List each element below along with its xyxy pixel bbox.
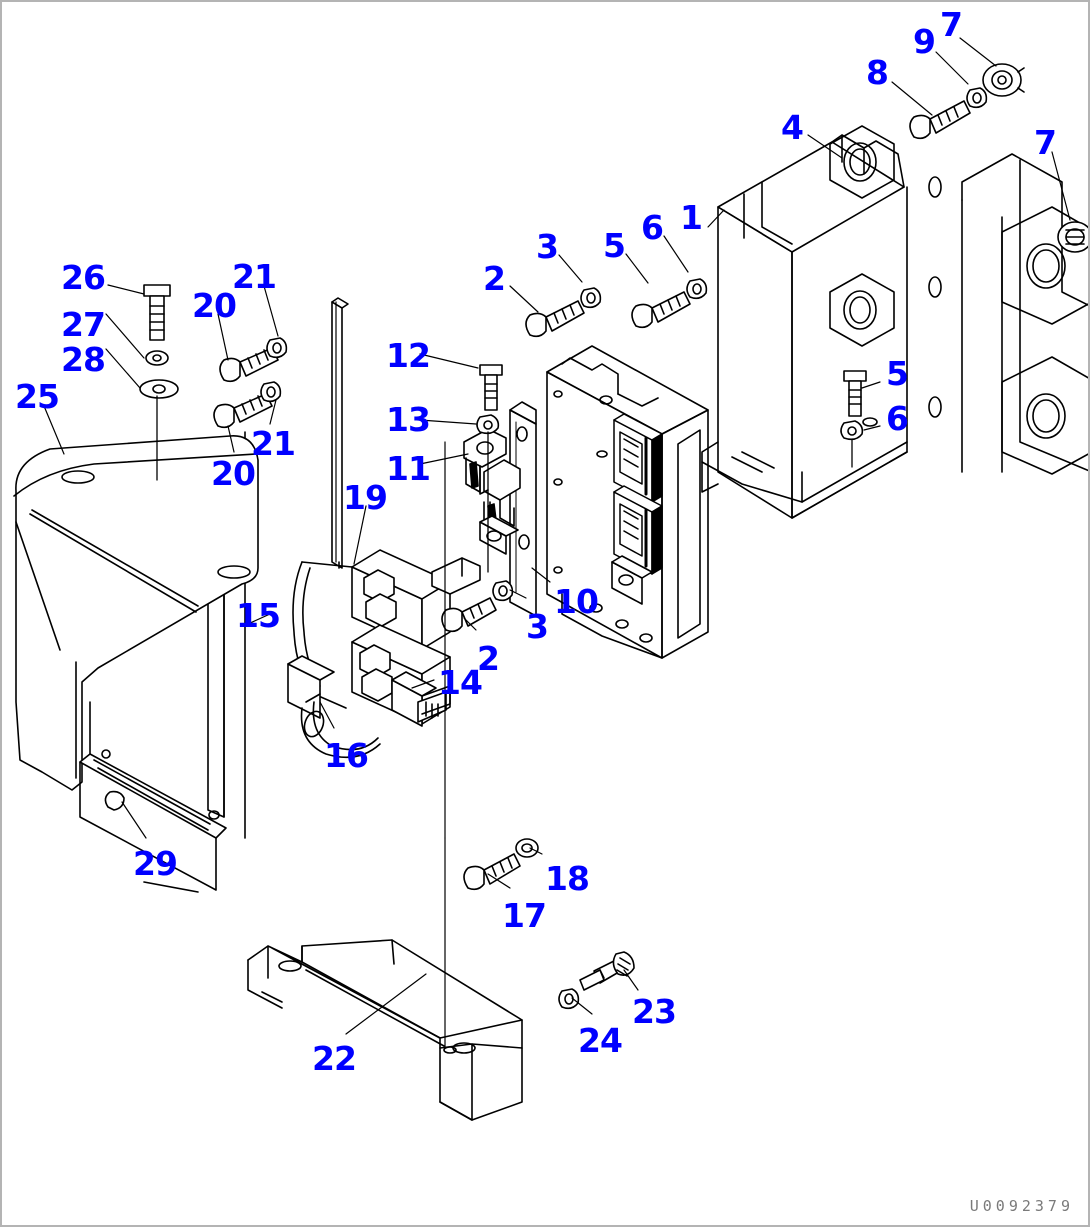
callout-3a: 3 xyxy=(536,227,559,266)
part-10-plate xyxy=(479,401,537,617)
callout-8: 8 xyxy=(866,53,889,92)
callout-5a: 5 xyxy=(603,226,626,265)
fastener-21b-washer xyxy=(260,381,282,403)
part-code-label: U0092379 xyxy=(969,1197,1074,1215)
callout-7b: 7 xyxy=(1034,123,1057,162)
part-1-ecu-module xyxy=(546,345,709,659)
part-25-cover xyxy=(13,435,259,791)
fastener-2a-bolt xyxy=(525,300,585,338)
fastener-8-bolt xyxy=(909,100,971,140)
fastener-6a-washer xyxy=(686,278,708,300)
callout-23: 23 xyxy=(632,992,677,1031)
callout-15: 15 xyxy=(236,596,281,635)
callout-2a: 2 xyxy=(483,259,506,298)
fastener-5a-bolt xyxy=(631,291,691,329)
fastener-5b-bolt xyxy=(843,370,867,417)
callout-5b: 5 xyxy=(886,354,909,393)
callout-27: 27 xyxy=(61,305,106,344)
part-4-rear-bracket xyxy=(961,153,1088,475)
callout-7a: 7 xyxy=(940,5,963,44)
callout-10: 10 xyxy=(554,582,599,621)
callout-4: 4 xyxy=(781,108,804,147)
fastener-23-bolt xyxy=(579,951,635,991)
callout-22: 22 xyxy=(312,1039,357,1078)
callout-3b: 3 xyxy=(526,607,549,646)
callout-2b: 2 xyxy=(477,639,500,678)
callout-6a: 6 xyxy=(641,208,664,247)
fastener-20b-bolt xyxy=(213,393,273,429)
callout-20b: 20 xyxy=(211,454,256,493)
callout-14: 14 xyxy=(438,663,483,702)
fastener-21a-washer xyxy=(266,337,288,359)
fastener-27-washer xyxy=(145,350,169,366)
callout-24: 24 xyxy=(578,1021,623,1060)
callout-21a: 21 xyxy=(232,257,277,296)
callout-21b: 21 xyxy=(251,424,296,463)
fastener-24-washer xyxy=(558,988,580,1010)
part-4-bracket-body xyxy=(701,125,942,519)
callout-1: 1 xyxy=(680,198,703,237)
callout-17: 17 xyxy=(502,896,547,935)
fastener-2b-bolt xyxy=(441,597,497,633)
callout-6b: 6 xyxy=(886,399,909,438)
fastener-3b-washer xyxy=(492,580,514,602)
fastener-26-bolt xyxy=(143,284,171,341)
callout-9: 9 xyxy=(913,22,936,61)
fastener-12-bolt xyxy=(479,364,503,411)
part-19-relay-block xyxy=(287,549,481,759)
callout-18: 18 xyxy=(545,859,590,898)
part-29-cover-plate xyxy=(79,701,227,893)
part-7a-rubber-mount xyxy=(982,63,1025,97)
fastener-9-washer xyxy=(966,87,988,109)
fastener-6b-washer xyxy=(840,420,864,441)
callout-13: 13 xyxy=(386,400,431,439)
callout-25: 25 xyxy=(15,377,60,416)
callout-29: 29 xyxy=(133,844,178,883)
callout-28: 28 xyxy=(61,340,106,379)
part-7b-rubber-mount xyxy=(1057,221,1088,253)
callout-12: 12 xyxy=(386,336,431,375)
callout-11: 11 xyxy=(386,449,431,488)
callout-16: 16 xyxy=(324,736,369,775)
callout-20a: 20 xyxy=(192,286,237,325)
reference-axes xyxy=(335,301,446,1049)
fastener-18-washer xyxy=(515,838,539,858)
callout-19: 19 xyxy=(343,478,388,517)
fastener-3a-washer xyxy=(580,287,602,309)
fastener-13-washer xyxy=(476,414,500,435)
fastener-28-washer xyxy=(139,379,179,399)
callout-26: 26 xyxy=(61,258,106,297)
leader-lines xyxy=(43,37,1071,1035)
